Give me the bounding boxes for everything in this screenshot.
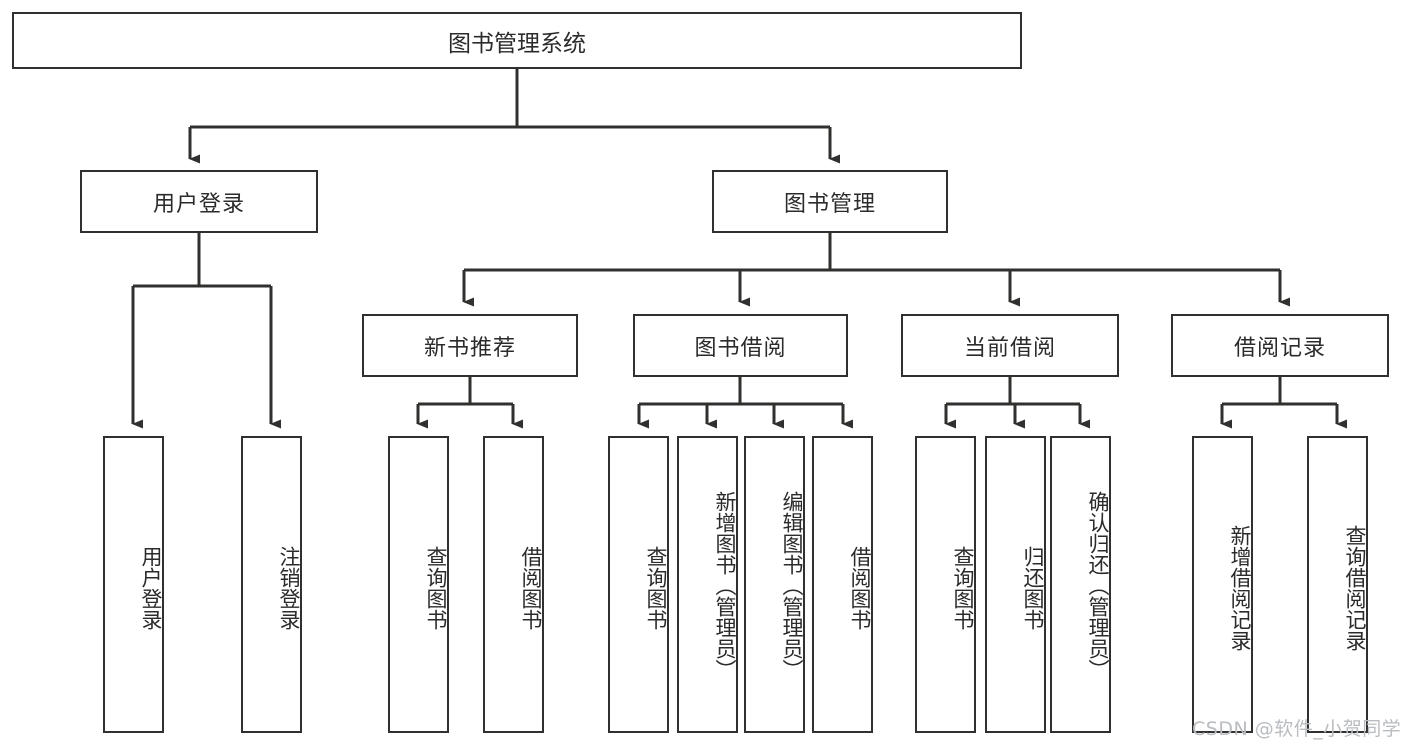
leaf-query-book-recommend[interactable]: 查询图书: [388, 436, 449, 733]
leaf-query-borrow-record[interactable]: 查询借阅记录: [1307, 436, 1368, 733]
leaf-borrow-book[interactable]: 借阅图书: [812, 436, 873, 733]
node-current-borrow[interactable]: 当前借阅: [901, 314, 1119, 377]
leaf-logout[interactable]: 注销登录: [241, 436, 302, 733]
node-root[interactable]: 图书管理系统: [12, 12, 1022, 69]
node-book-management[interactable]: 图书管理: [712, 170, 948, 233]
leaf-borrow-book-recommend[interactable]: 借阅图书: [483, 436, 544, 733]
node-borrow-records[interactable]: 借阅记录: [1171, 314, 1389, 377]
leaf-return-book[interactable]: 归还图书: [985, 436, 1046, 733]
leaf-add-borrow-record[interactable]: 新增借阅记录: [1192, 436, 1253, 733]
leaf-user-login[interactable]: 用户登录: [103, 436, 164, 733]
leaf-edit-book-admin[interactable]: 编辑图书（管理员）: [744, 436, 805, 733]
node-book-borrow[interactable]: 图书借阅: [633, 314, 848, 377]
leaf-query-book-current[interactable]: 查询图书: [915, 436, 976, 733]
csdn-watermark: CSDN @软件_小贺同学: [1192, 718, 1402, 740]
node-user-login[interactable]: 用户登录: [80, 170, 318, 233]
node-new-book-recommend[interactable]: 新书推荐: [362, 314, 578, 377]
leaf-query-book[interactable]: 查询图书: [608, 436, 669, 733]
leaf-confirm-return-admin[interactable]: 确认归还（管理员）: [1050, 436, 1111, 733]
leaf-add-book-admin[interactable]: 新增图书（管理员）: [677, 436, 738, 733]
